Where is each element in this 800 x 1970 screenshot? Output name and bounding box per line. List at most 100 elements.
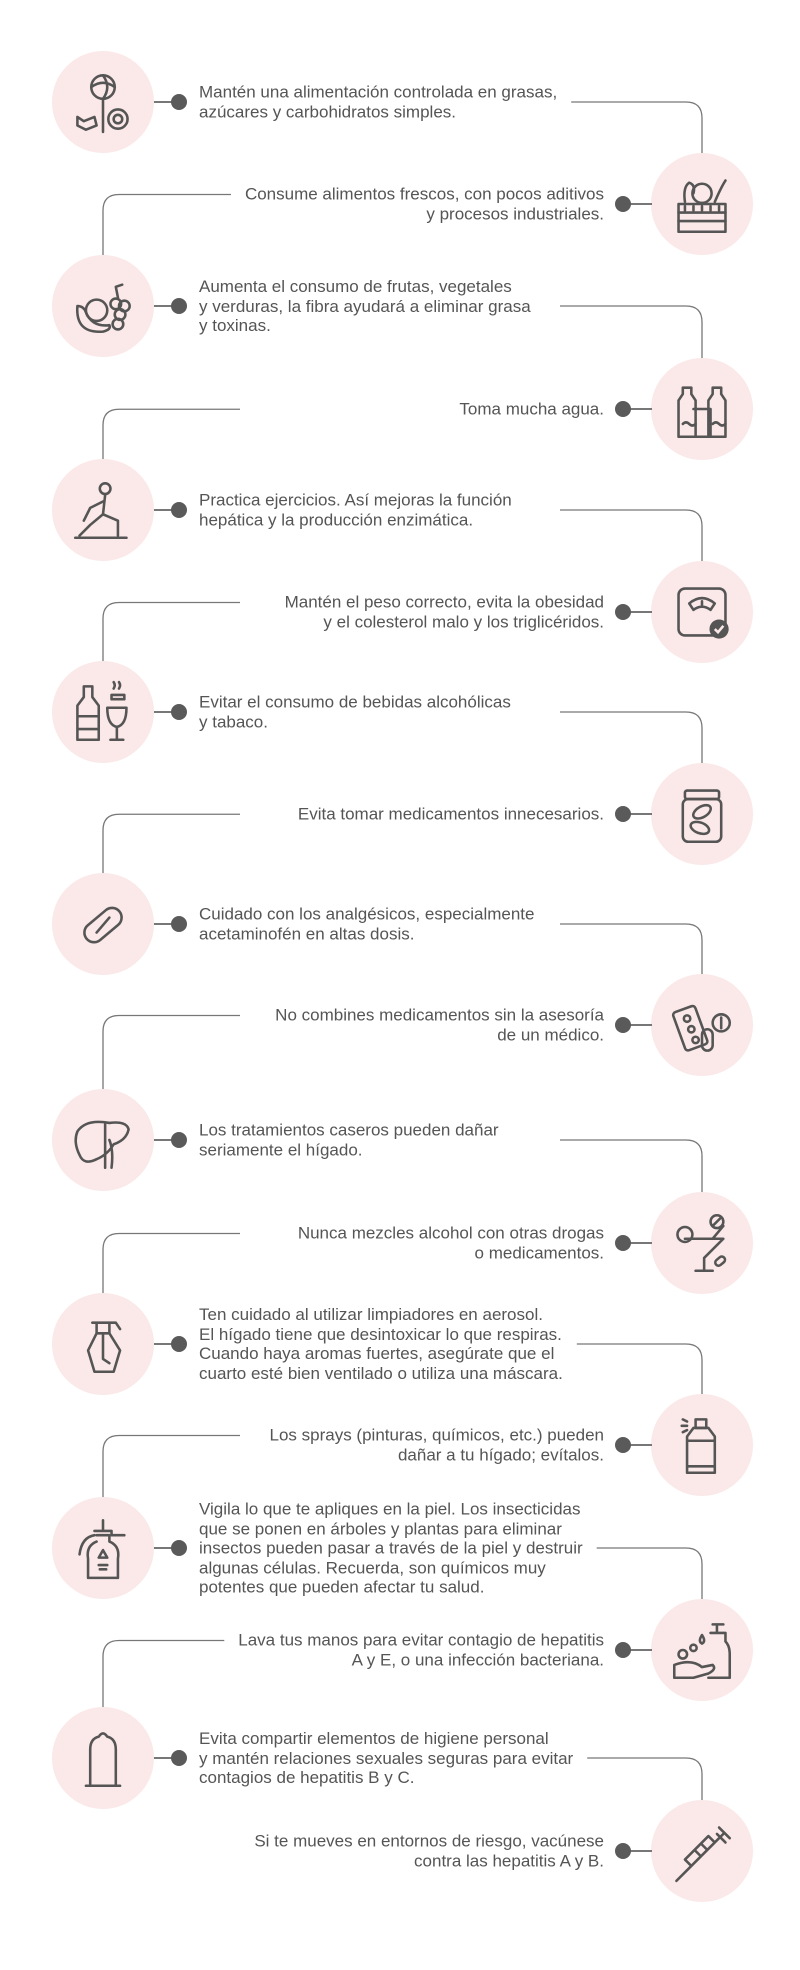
icon-circle [651,1192,753,1294]
tip-text: Mantén una alimentación controlada en gr… [199,82,558,122]
syringe-icon [675,1826,732,1883]
connector-stub [628,1850,652,1852]
icon-circle [651,358,753,460]
connector-line [560,509,703,561]
icon-circle [52,51,154,153]
bullet-dot [171,1750,187,1766]
connector-line [560,1139,703,1192]
connector-line [596,1547,703,1599]
connector-line [576,1343,703,1394]
tip-text: Evita tomar medicamentos innecesarios. [297,804,604,824]
tip-text: Lava tus manos para evitar contagio de h… [238,1630,604,1670]
tip-text: Consume alimentos frescos, con pocos adi… [244,184,604,224]
bullet-dot [615,196,631,212]
connector-stub [154,1343,174,1345]
tip-text: Evitar el consumo de bebidas alcohólicas… [199,692,511,732]
icon-circle [52,1707,154,1809]
connector-stub [154,509,174,511]
bullet-dot [615,1843,631,1859]
connector-stub [154,305,174,307]
icon-circle [651,561,753,663]
spray-can-icon [680,1418,717,1475]
bullet-dot [171,1336,187,1352]
icon-circle [52,661,154,763]
connector-stub [154,923,174,925]
tip-text: Ten cuidado al utilizar limpiadores en a… [199,1305,563,1383]
condom-icon [84,1732,122,1788]
spray-bottle-icon [86,1321,122,1374]
connector-line [102,1014,240,1089]
icon-circle [651,1599,753,1701]
bullet-dot [615,1017,631,1033]
connector-line [102,813,240,873]
bullet-dot [171,704,187,720]
pill-jar-icon [681,789,723,844]
scale-icon [677,587,729,639]
tip-text: Si te mueves en entornos de riesgo, vacú… [254,1831,604,1871]
connector-stub [628,408,652,410]
icon-circle [651,153,753,255]
connector-stub [628,1444,652,1446]
candy-icon [76,74,129,134]
connector-stub [628,1024,652,1026]
bullet-dot [615,604,631,620]
produce-crate-icon [677,179,727,234]
connector-stub [628,611,652,613]
connector-line [102,1639,225,1707]
hand-wash-icon [672,1623,732,1680]
capsule-icon [83,906,123,944]
connector-stub [154,1139,174,1141]
connector-line [560,923,703,974]
fruits-icon [76,283,131,333]
bullet-dot [171,916,187,932]
icon-circle [52,873,154,975]
icon-circle [52,1089,154,1191]
bullet-dot [171,1540,187,1556]
connector-stub [628,203,652,205]
connector-stub [154,1547,174,1549]
pills-pack-icon [671,1004,732,1052]
connector-line [571,101,703,153]
tip-text: Practica ejercicios. Así mejoras la func… [199,490,512,530]
icon-circle [651,974,753,1076]
connector-line [102,193,231,255]
connector-line [102,1434,240,1497]
bullet-dot [171,502,187,518]
bullet-dot [615,401,631,417]
connector-stub [628,813,652,815]
icon-circle [52,1497,154,1599]
connector-line [560,711,703,763]
tip-text: Vigila lo que te apliques en la piel. Lo… [199,1499,583,1597]
tip-text: Evita compartir elementos de higiene per… [199,1728,574,1787]
connector-stub [628,1242,652,1244]
icon-circle [52,459,154,561]
icon-circle [52,255,154,357]
bullet-dot [171,1132,187,1148]
tip-text: Nunca mezcles alcohol con otras drogas o… [297,1223,604,1263]
cocktail-pill-icon [676,1213,727,1273]
connector-line [587,1757,703,1800]
tip-text: Los tratamientos caseros pueden dañar se… [199,1120,499,1160]
connector-line [560,305,703,358]
liver-icon [74,1120,130,1170]
bullet-dot [171,94,187,110]
tip-text: Los sprays (pinturas, químicos, etc.) pu… [269,1425,605,1465]
water-bottles-icon [677,386,727,439]
connector-line [102,408,240,459]
connector-stub [154,1757,174,1759]
bullet-dot [615,1437,631,1453]
connector-line [102,1232,240,1293]
exercise-icon [73,482,128,540]
alcohol-tobacco-icon [76,680,128,742]
tip-text: Cuidado con los analgésicos, especialmen… [199,904,535,944]
icon-circle [52,1293,154,1395]
tip-text: Aumenta el consumo de frutas, vegetales … [199,276,531,335]
connector-line [102,601,240,661]
bullet-dot [615,1235,631,1251]
tip-text: No combines medicamentos sin la asesoría… [275,1005,604,1045]
icon-circle [651,763,753,865]
connector-stub [154,711,174,713]
pesticide-sprayer-icon [78,1518,126,1580]
bullet-dot [615,806,631,822]
connector-stub [628,1649,652,1651]
